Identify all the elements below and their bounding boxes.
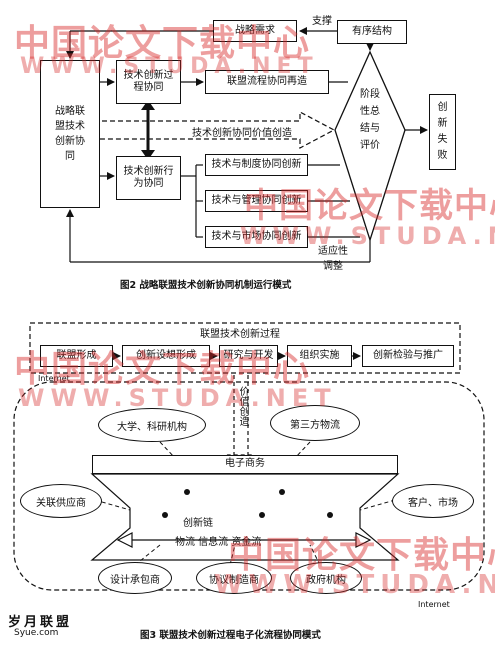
process-synergy-box: 技术创新过程协同 xyxy=(116,60,181,104)
customer-market-node: 客户、市场 xyxy=(392,484,474,518)
value-creation-label-fig2: 技术创新协同价值创造 xyxy=(192,128,292,139)
figure2-caption: 图2 战略联盟技术创新协同机制运行模式 xyxy=(120,280,292,291)
behavior-synergy-box: 技术创新行为协同 xyxy=(116,156,181,200)
site-logo: 岁月联盟 xyxy=(8,615,73,630)
stage-alliance-formation: 联盟形成 xyxy=(40,345,113,367)
innovation-chain-label: 创新链 xyxy=(183,518,213,529)
flows-label: 物流 信息流 资金流 xyxy=(175,537,262,548)
related-supplier-node: 关联供应商 xyxy=(20,484,102,518)
internet-label-bottom: Internet xyxy=(418,600,450,609)
innovation-failure-box: 创新失败 xyxy=(429,94,456,170)
alliance-synergy-box: 战略联盟技术创新协同 xyxy=(40,60,100,208)
management-synergy-box: 技术与管理协同创新 xyxy=(205,190,308,212)
strategic-need-box: 战略需求 xyxy=(213,20,297,42)
logistics-node: 第三方物流 xyxy=(270,405,360,441)
stage-implementation: 组织实施 xyxy=(287,345,352,367)
figure3-caption: 图3 联盟技术创新过程电子化流程协同模式 xyxy=(140,630,321,641)
contract-manufacturer-node: 协议制造商 xyxy=(196,562,272,594)
value-creation-label-fig3: 价值创造 xyxy=(237,386,248,426)
market-synergy-box: 技术与市场协同创新 xyxy=(205,226,308,248)
adaptive-adjustment-label: 适应性调整 xyxy=(318,246,348,272)
stage-validation-promotion: 创新检验与推广 xyxy=(362,345,454,367)
stage-rnd: 研究与开发 xyxy=(219,345,278,367)
process-title: 联盟技术创新过程 xyxy=(200,329,280,340)
university-node: 大学、科研机构 xyxy=(98,408,206,442)
institution-synergy-box: 技术与制度协同创新 xyxy=(205,154,308,176)
stage-evaluation-label: 阶段性总结与评价 xyxy=(360,89,380,151)
internet-label-top: Internet xyxy=(38,374,70,383)
design-contractor-node: 设计承包商 xyxy=(98,562,172,594)
site-logo-url: Syue.com xyxy=(14,628,59,638)
support-label: 支撑 xyxy=(312,16,332,27)
ordered-structure-box: 有序结构 xyxy=(337,20,407,44)
government-node: 政府机构 xyxy=(290,562,362,594)
ecommerce-bar: 电子商务 xyxy=(92,455,398,474)
process-reengineering-box: 联盟流程协同再造 xyxy=(205,70,329,94)
stage-idea-formation: 创新设想形成 xyxy=(122,345,210,367)
